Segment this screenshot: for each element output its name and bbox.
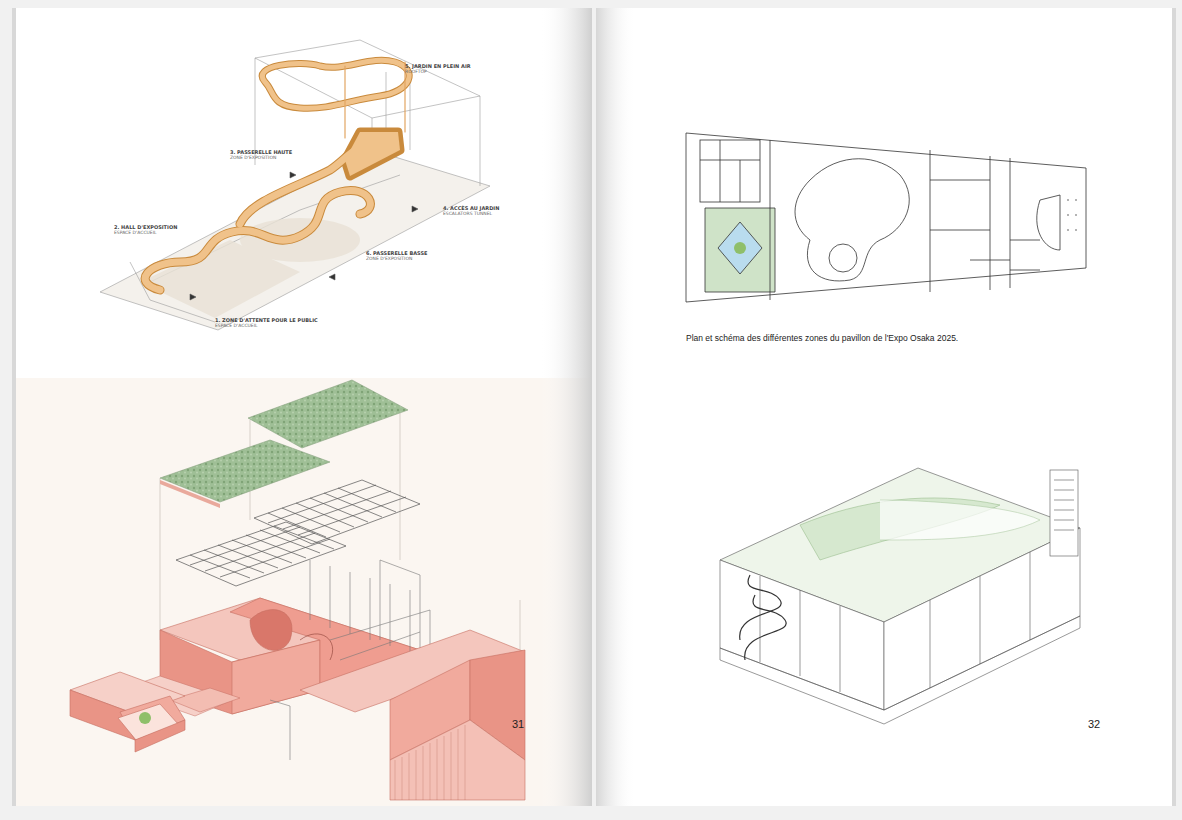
- zone-label: 6. PASSERELLE BASSE: [366, 251, 427, 257]
- zone-sublabel: ESPACE D'ACCUEIL: [114, 231, 157, 236]
- zone-label: 4. ACCÈS AU JARDIN: [443, 206, 499, 212]
- zone-label: 2. HALL D'EXPOSITION: [114, 225, 177, 231]
- zone-sublabel: ESPACE D'ACCUEIL: [215, 324, 258, 329]
- zone-label: 5. JARDIN EN PLEIN AIR: [405, 64, 471, 70]
- zone-sublabel: ZONE D'EXPOSITION: [230, 156, 276, 161]
- figure-caption: Plan et schéma des différentes zones du …: [686, 334, 958, 343]
- page-number: 32: [1088, 718, 1100, 730]
- zone-label: 1. ZONE D'ATTENTE POUR LE PUBLIC: [215, 318, 318, 324]
- page-number: 31: [512, 718, 524, 730]
- zone-sublabel: ROOFTOP: [405, 70, 427, 75]
- zone-label: 3. PASSERELLE HAUTE: [230, 150, 292, 156]
- zone-sublabel: ESCALATORS TUNNEL: [443, 212, 492, 217]
- zone-sublabel: ZONE D'EXPOSITION: [366, 257, 412, 262]
